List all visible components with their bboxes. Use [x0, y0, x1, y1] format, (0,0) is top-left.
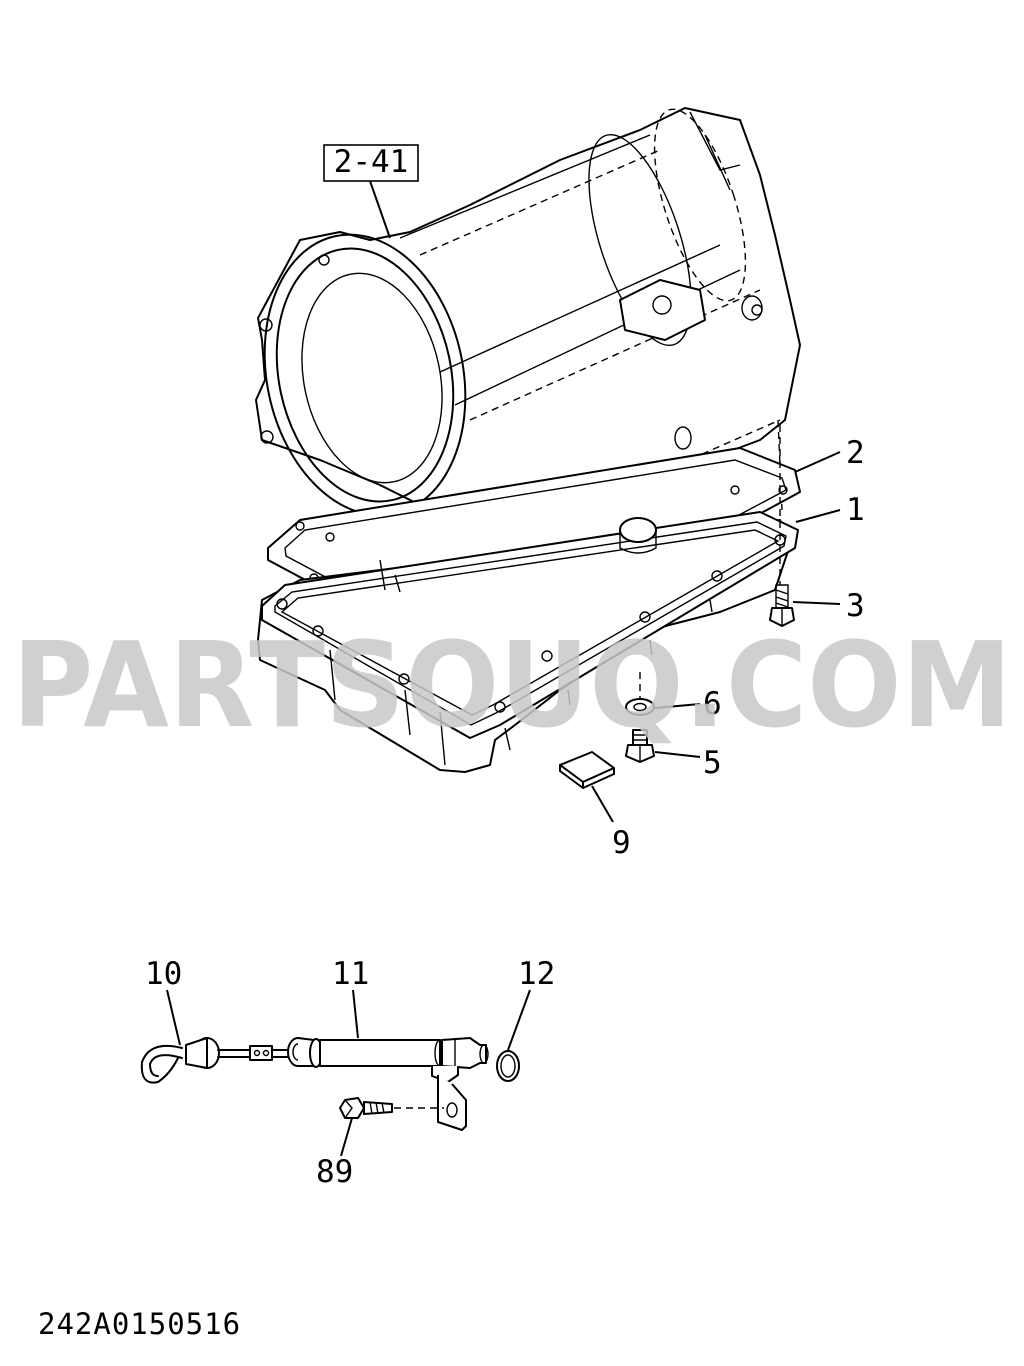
- magnet-pad: [559, 751, 615, 789]
- callout-3: 3: [846, 588, 865, 624]
- callout-5: 5: [703, 745, 722, 781]
- oil-level-dipstick: [140, 1037, 293, 1084]
- oil-pan: [257, 511, 799, 773]
- o-ring: [496, 1050, 520, 1082]
- drawing-id: 242A0150516: [38, 1307, 241, 1341]
- reference-box-label: 2-41: [334, 144, 409, 180]
- callout-89: 89: [316, 1154, 353, 1190]
- drain-plug-washer: [625, 672, 655, 716]
- callout-9: 9: [612, 825, 631, 861]
- callout-12: 12: [518, 956, 555, 992]
- drain-plug: [625, 729, 655, 763]
- bracket-bolt: [339, 1097, 444, 1119]
- callout-2: 2: [846, 435, 865, 471]
- pan-bolt: [769, 425, 795, 627]
- callout-numbers: 1 2 3 6 5 9 10 11 12 89: [145, 435, 865, 1190]
- watermark: PARTSOUQ.COM: [12, 616, 1012, 754]
- callout-11: 11: [332, 956, 369, 992]
- callout-6: 6: [703, 686, 722, 722]
- reference-box: 2-41: [323, 144, 419, 239]
- callout-10: 10: [145, 956, 182, 992]
- callout-1: 1: [846, 492, 865, 528]
- filler-tube: [287, 1037, 489, 1131]
- callout-leaders: [166, 451, 841, 1157]
